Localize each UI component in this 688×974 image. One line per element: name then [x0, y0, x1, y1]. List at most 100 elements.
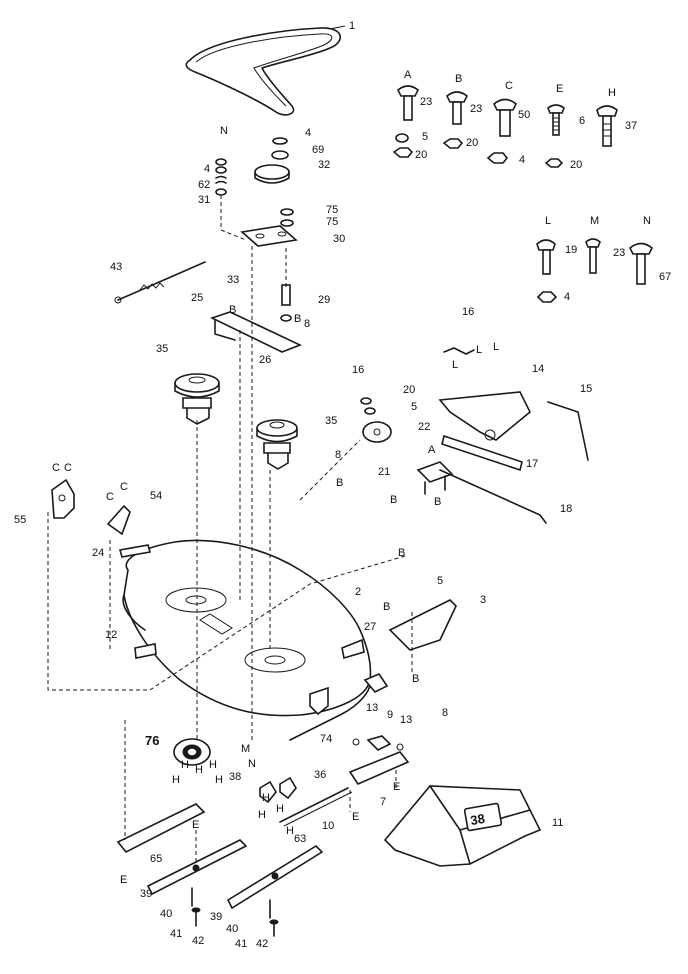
callout-74: 74 [320, 733, 332, 745]
callout-H-5: H [215, 774, 223, 786]
callout-M-top: M [590, 215, 599, 227]
callout-E-top: E [556, 83, 563, 95]
callout-18: 18 [560, 503, 572, 515]
callout-50: 50 [518, 109, 530, 121]
callout-8-26: 8 [304, 318, 310, 330]
callout-41a: 41 [170, 928, 182, 940]
callout-C-55a: C [52, 462, 60, 474]
callout-9: 9 [387, 709, 393, 721]
callout-H-3: H [209, 759, 217, 771]
callout-21: 21 [378, 466, 390, 478]
spindle-pulley-center [256, 419, 298, 470]
callout-17: 17 [526, 458, 538, 470]
callout-23b: 23 [470, 103, 482, 115]
callout-12: 12 [105, 629, 117, 641]
callout-75a: 75 [326, 204, 338, 216]
deck-plates [118, 544, 157, 659]
deck-brackets-left [51, 478, 131, 536]
callout-C-54a: C [106, 491, 114, 503]
callout-39a: 39 [140, 888, 152, 900]
callout-65: 65 [150, 853, 162, 865]
callout-M-b: M [241, 743, 250, 755]
discharge-chute: 38 [383, 785, 542, 867]
callout-5-m: 5 [411, 401, 417, 413]
callout-H-8: H [276, 803, 284, 815]
callout-5-top: 5 [422, 131, 428, 143]
callout-H-2: H [195, 764, 203, 776]
callout-19: 19 [565, 244, 577, 256]
callout-E-65: E [120, 874, 127, 886]
callout-30: 30 [333, 233, 345, 245]
callout-54: 54 [150, 490, 162, 502]
callout-13b: 13 [400, 714, 412, 726]
callout-23a: 23 [420, 96, 432, 108]
callout-69: 69 [312, 144, 324, 156]
deck-arms-right [309, 599, 457, 716]
callout-A-m: A [428, 444, 436, 456]
callout-20b: 20 [466, 137, 478, 149]
callout-40b: 40 [226, 923, 238, 935]
callout-35a: 35 [156, 343, 168, 355]
callout-42b: 42 [256, 938, 268, 950]
callout-B-m: B [336, 477, 343, 489]
idler-arm-bracket [209, 311, 303, 353]
callout-C-top: C [505, 80, 513, 92]
blade-right [226, 844, 324, 937]
callout-B-y: B [398, 547, 405, 559]
callout-4-top: 4 [519, 154, 525, 166]
callout-8-m: 8 [335, 449, 341, 461]
callout-E-1: E [393, 781, 400, 793]
callout-4-a: 4 [204, 163, 210, 175]
callout-75b: 75 [326, 216, 338, 228]
callout-76: 76 [145, 733, 159, 748]
callout-37: 37 [625, 120, 637, 132]
callout-L-c: L [452, 359, 458, 371]
stabilizer-arm [116, 803, 206, 854]
callout-C-55b: C [64, 462, 72, 474]
callout-36: 36 [314, 769, 326, 781]
callout-13a: 13 [366, 702, 378, 714]
spindle-bearing [173, 738, 211, 766]
callout-63: 63 [294, 833, 306, 845]
callout-B-25: B [229, 304, 236, 316]
callout-5-r: 5 [437, 575, 443, 587]
callout-39b: 39 [210, 911, 222, 923]
callout-N-b: N [248, 758, 256, 770]
callout-29: 29 [318, 294, 330, 306]
callout-H-6: H [262, 792, 270, 804]
callout-20-m: 20 [403, 384, 415, 396]
callout-62: 62 [198, 179, 210, 191]
callout-N-right: N [643, 215, 651, 227]
callout-43: 43 [110, 261, 122, 273]
callout-4-r: 4 [564, 291, 570, 303]
callout-8-b: 8 [442, 707, 448, 719]
drive-belt [185, 25, 346, 116]
deck-hanger-assembly [438, 347, 589, 472]
callout-55: 55 [14, 514, 26, 526]
callout-3: 3 [480, 594, 486, 606]
callout-23c: 23 [613, 247, 625, 259]
callout-2: 2 [355, 586, 361, 598]
callout-N-top: N [220, 125, 228, 137]
chute-badge-text: 38 [469, 811, 486, 828]
callout-H-4: H [172, 774, 180, 786]
callout-H-1: H [181, 759, 189, 771]
callout-10: 10 [322, 820, 334, 832]
callout-15: 15 [580, 383, 592, 395]
callout-6: 6 [579, 115, 585, 127]
assembly-lines [47, 195, 413, 870]
idler-pulley-stack [240, 137, 298, 322]
callout-11: 11 [552, 817, 563, 829]
callout-E-2: E [352, 811, 359, 823]
callout-22: 22 [418, 421, 430, 433]
callout-14: 14 [532, 363, 544, 375]
spacer-stack-n [215, 158, 227, 196]
callout-C-54b: C [120, 481, 128, 493]
callout-H-7: H [258, 809, 266, 821]
callout-L-top: L [545, 215, 551, 227]
blade-left [146, 839, 248, 927]
idler-pulley-22 [360, 397, 392, 443]
callout-40a: 40 [160, 908, 172, 920]
